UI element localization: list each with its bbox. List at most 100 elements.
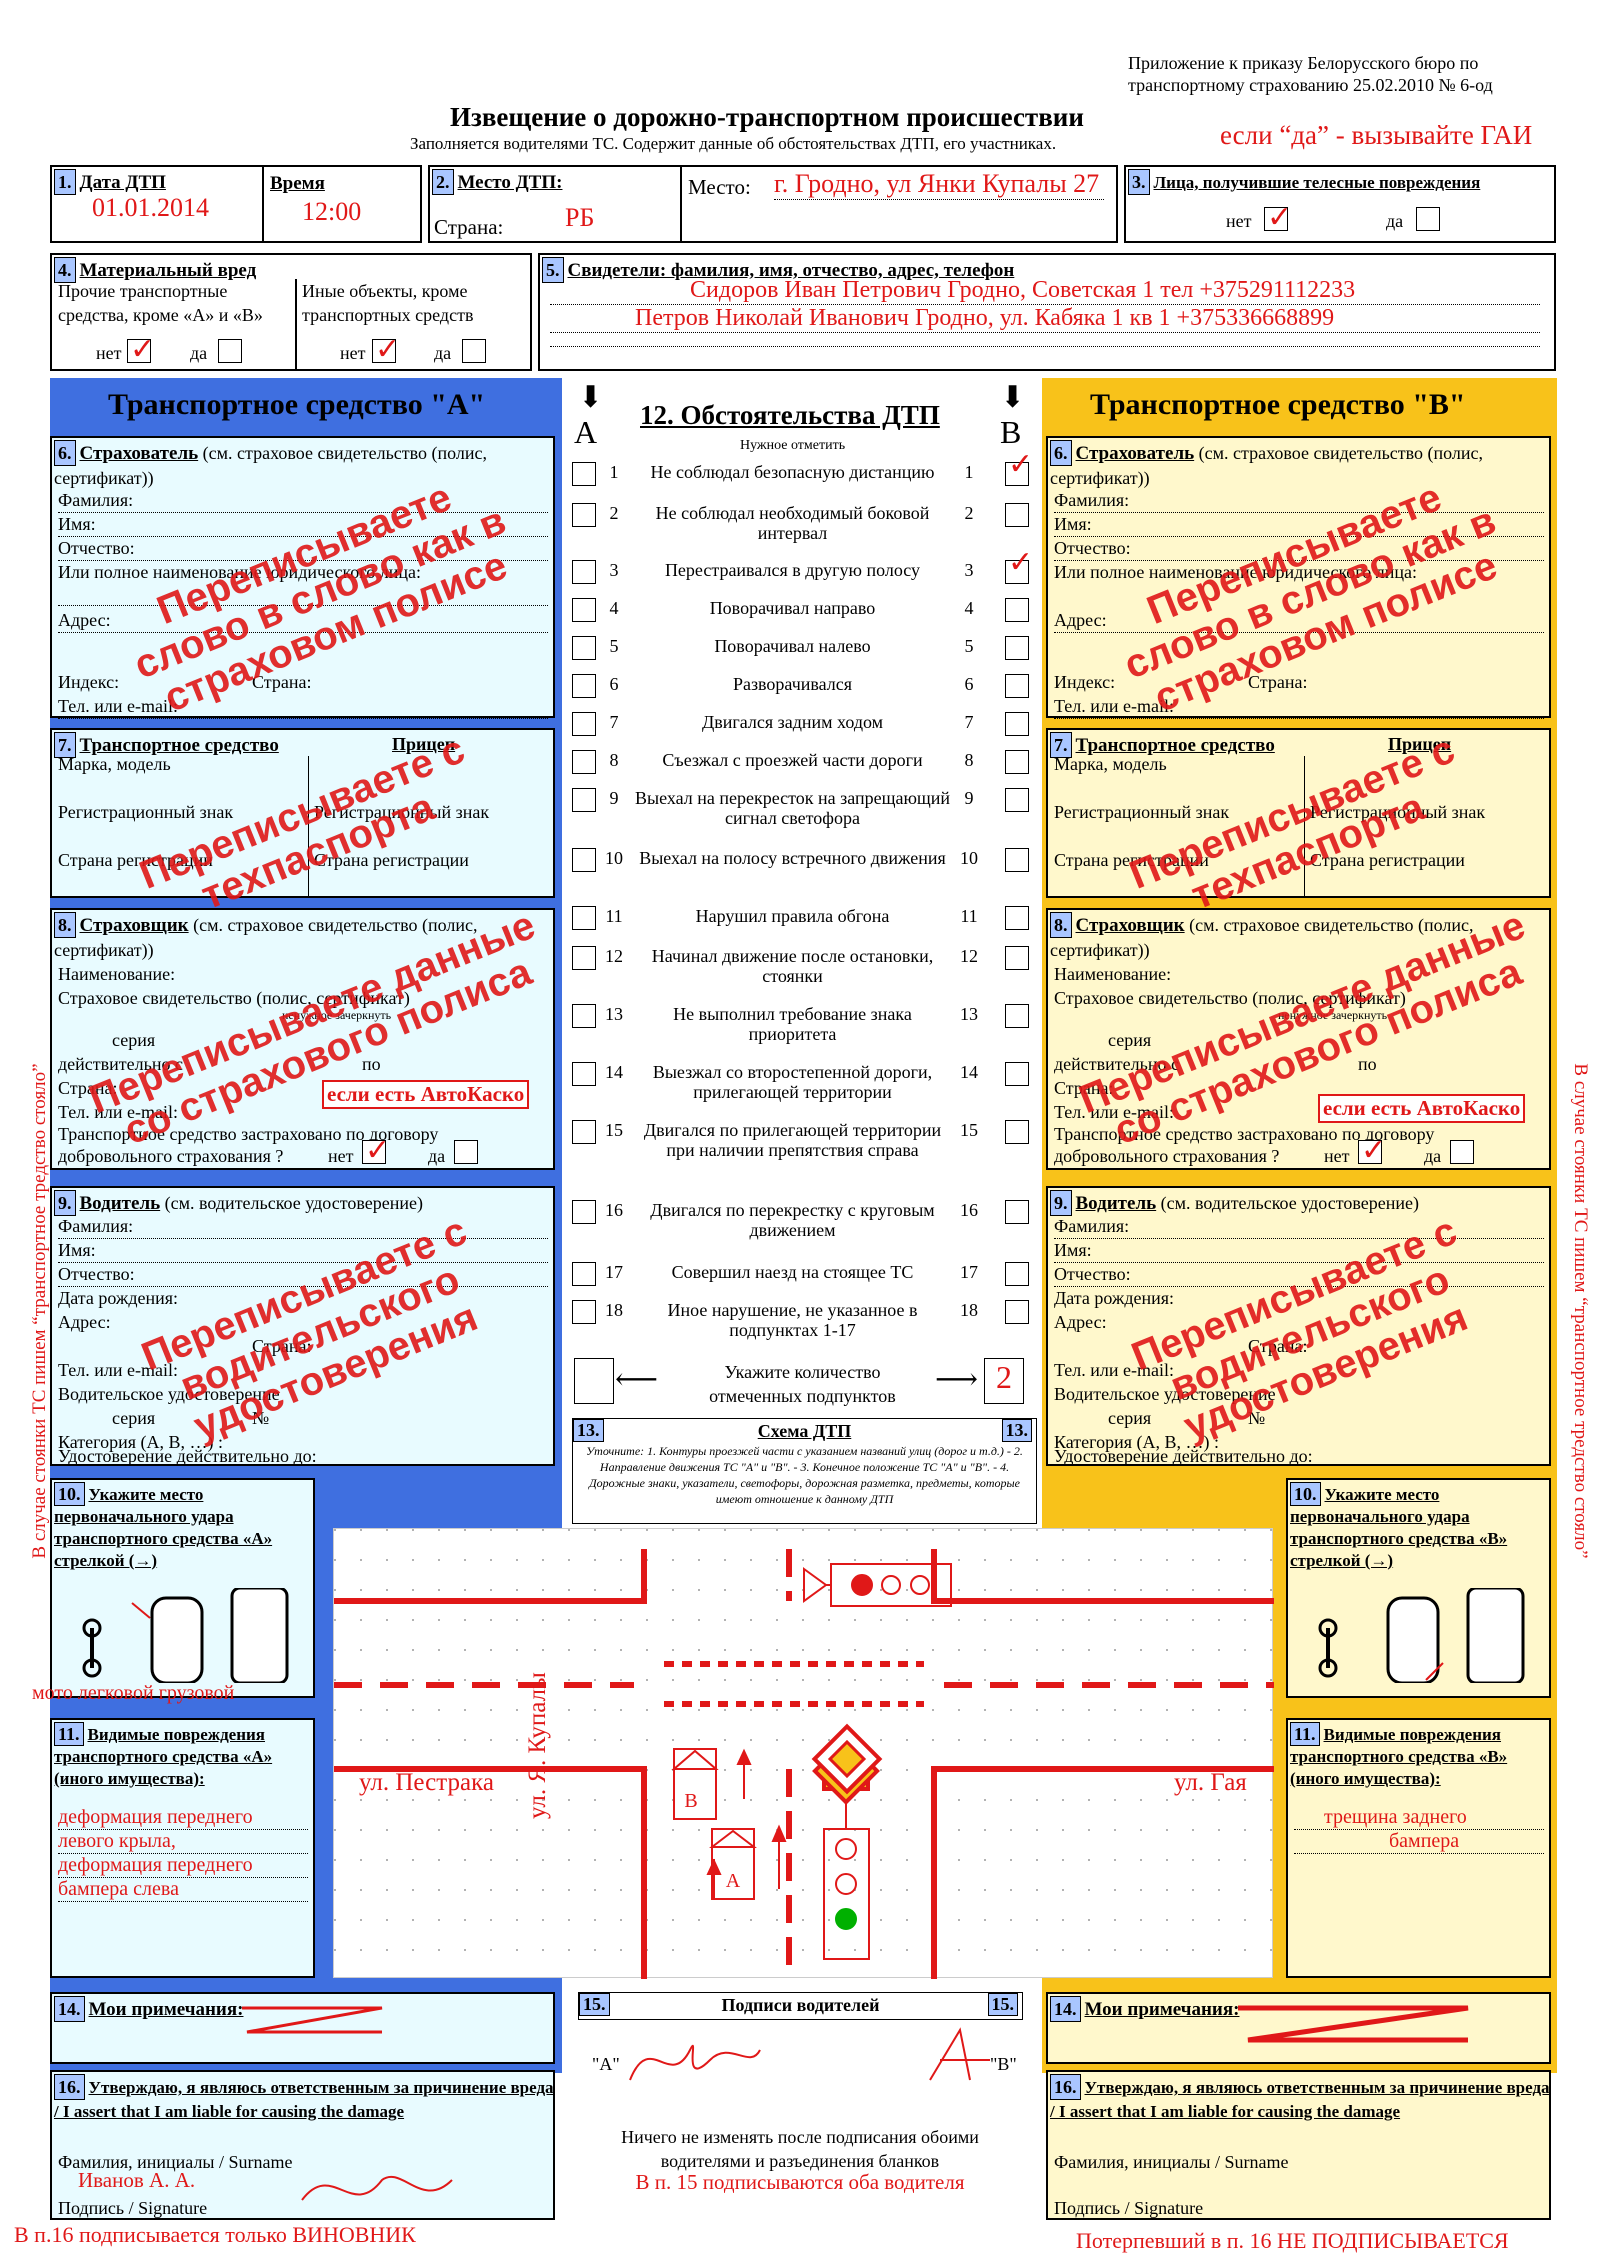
objects-yes-checkbox[interactable] [462, 339, 486, 363]
a-casco-no-checkbox[interactable] [362, 1133, 390, 1168]
count-a-box[interactable] [574, 1358, 614, 1404]
b-license-number[interactable]: № [1248, 1408, 1266, 1428]
b-trailer-country-field[interactable]: Страна регистрации [1310, 850, 1465, 870]
b-firstname-field[interactable]: Имя: [1054, 512, 1544, 537]
a-address-field[interactable]: Адрес: [58, 608, 548, 633]
circumstance-a-checkbox[interactable] [572, 848, 596, 872]
b-trailer-plate-field[interactable]: Регистрационный знак [1310, 802, 1486, 822]
circumstance-b-checkbox[interactable] [1005, 1004, 1029, 1028]
circumstance-a-checkbox[interactable] [572, 503, 596, 527]
date-value[interactable]: 01.01.2014 [92, 193, 209, 222]
a-damage-line-2[interactable]: левого крыла, [58, 1830, 308, 1854]
country-value[interactable]: РБ [565, 203, 595, 232]
a-driver-patronymic[interactable]: Отчество: [58, 1262, 548, 1287]
circumstance-b-checkbox[interactable] [1005, 503, 1029, 527]
a-surname-value[interactable]: Иванов А. А. [78, 2168, 196, 2192]
circumstance-b-checkbox[interactable] [1005, 674, 1029, 698]
a-license-number[interactable]: № [252, 1408, 270, 1428]
circumstance-b-checkbox[interactable] [1005, 598, 1029, 622]
circumstance-b-checkbox[interactable] [1005, 750, 1029, 774]
a-damage-line-1[interactable]: деформация переднего [58, 1806, 308, 1830]
vehicles-yes-checkbox[interactable] [218, 339, 242, 363]
b-license-series[interactable]: серия [1108, 1408, 1152, 1428]
b-address-field[interactable]: Адрес: [1054, 608, 1544, 633]
circumstance-a-checkbox[interactable] [572, 636, 596, 660]
b-valid-from-field[interactable]: действительно с [1054, 1054, 1179, 1074]
time-value[interactable]: 12:00 [302, 197, 362, 226]
b-section-14-notes[interactable]: 14.Мои примечания: [1046, 1992, 1551, 2064]
a-reg-country-field[interactable]: Страна регистрации [58, 850, 213, 870]
place-value[interactable]: г. Гродно, ул Янки Купалы 27 [774, 169, 1104, 200]
a-license-series[interactable]: серия [112, 1408, 156, 1428]
circumstance-a-checkbox[interactable] [572, 750, 596, 774]
a-damage-line-3[interactable]: деформация переднего [58, 1854, 308, 1878]
b-driver-birthdate[interactable]: Дата рождения: [1054, 1288, 1175, 1308]
circumstance-b-checkbox[interactable] [1005, 553, 1033, 584]
circumstance-b-checkbox[interactable] [1005, 1262, 1029, 1286]
b-casco-yes-checkbox[interactable] [1450, 1140, 1474, 1164]
a-insurer-name-field[interactable]: Наименование: [58, 964, 176, 984]
b-license-category[interactable]: Категория (A, B, …) : [1054, 1432, 1219, 1452]
b-driver-lastname[interactable]: Фамилия: [1054, 1214, 1544, 1239]
a-country-field[interactable]: Страна: [252, 672, 312, 692]
circumstance-b-checkbox[interactable] [1005, 1200, 1029, 1224]
b-vehicle-outlines-icon[interactable] [1308, 1588, 1538, 1683]
circumstance-b-checkbox[interactable] [1005, 848, 1029, 872]
b-insurer-phone-field[interactable]: Тел. или e-mail: [1054, 1102, 1175, 1122]
a-damage-line-4[interactable]: бампера слева [58, 1878, 308, 1902]
b-insurer-name-field[interactable]: Наименование: [1054, 964, 1172, 984]
circumstance-b-checkbox[interactable] [1005, 636, 1029, 660]
b-index-field[interactable]: Индекс: [1054, 672, 1116, 692]
a-policy-field[interactable]: Страховое свидетельство (полис, сертифик… [58, 988, 410, 1008]
vehicles-no-checkbox[interactable] [127, 332, 155, 367]
a-license-valid[interactable]: Удостоверение действительно до: [58, 1446, 317, 1466]
a-insurer-country-field[interactable]: Страна: [58, 1078, 118, 1098]
circumstance-b-checkbox[interactable] [1005, 1120, 1029, 1144]
circumstance-b-checkbox[interactable] [1005, 788, 1029, 812]
a-driver-phone[interactable]: Тел. или e-mail: [58, 1360, 179, 1380]
a-driver-address[interactable]: Адрес: [58, 1312, 111, 1332]
circumstance-a-checkbox[interactable] [572, 1300, 596, 1324]
a-casco-yes-checkbox[interactable] [454, 1140, 478, 1164]
a-section-14-notes[interactable]: 14.Мои примечания: [50, 1992, 555, 2064]
circumstance-b-checkbox[interactable] [1005, 1062, 1029, 1086]
b-insurer-country-field[interactable]: Страна: [1054, 1078, 1114, 1098]
signature-b-icon[interactable] [920, 2020, 1000, 2100]
circumstance-b-checkbox[interactable] [1005, 1300, 1029, 1324]
b-country-field[interactable]: Страна: [1248, 672, 1308, 692]
circumstance-a-checkbox[interactable] [572, 560, 596, 584]
b-damage-line-1[interactable]: трещина заднего [1294, 1806, 1544, 1830]
b-patronymic-field[interactable]: Отчество: [1054, 536, 1544, 561]
circumstance-b-checkbox[interactable] [1005, 906, 1029, 930]
a-trailer-plate-field[interactable]: Регистрационный знак [314, 802, 490, 822]
b-driver-phone[interactable]: Тел. или e-mail: [1054, 1360, 1175, 1380]
a-license-category[interactable]: Категория (A, B, …) : [58, 1432, 223, 1452]
b-lastname-field[interactable]: Фамилия: [1054, 488, 1544, 513]
circumstance-a-checkbox[interactable] [572, 712, 596, 736]
a-valid-from-field[interactable]: действительно с [58, 1054, 183, 1074]
b-driver-address[interactable]: Адрес: [1054, 1312, 1107, 1332]
circumstance-a-checkbox[interactable] [572, 906, 596, 930]
circumstance-b-checkbox[interactable] [1005, 712, 1029, 736]
circumstance-b-checkbox[interactable] [1005, 455, 1033, 486]
a-series-field[interactable]: серия [112, 1030, 156, 1050]
a-phone-field[interactable]: Тел. или e-mail: [58, 694, 548, 719]
b-casco-no-checkbox[interactable] [1358, 1133, 1386, 1168]
circumstance-a-checkbox[interactable] [572, 1062, 596, 1086]
b-driver-firstname[interactable]: Имя: [1054, 1238, 1544, 1263]
injuries-yes-checkbox[interactable] [1416, 207, 1440, 231]
circumstance-b-checkbox[interactable] [1005, 946, 1029, 970]
circumstance-a-checkbox[interactable] [572, 946, 596, 970]
a-liability-signature-icon[interactable] [292, 2160, 462, 2220]
a-vehicle-outlines-icon[interactable] [72, 1588, 302, 1683]
witness-1[interactable]: Сидоров Иван Петрович Гродно, Советская … [550, 277, 1540, 305]
circumstance-a-checkbox[interactable] [572, 1200, 596, 1224]
injuries-no-checkbox[interactable] [1264, 200, 1292, 235]
witness-2[interactable]: Петров Николай Иванович Гродно, ул. Кабя… [550, 305, 1540, 333]
circumstance-a-checkbox[interactable] [572, 462, 596, 486]
circumstance-a-checkbox[interactable] [572, 1262, 596, 1286]
circumstance-a-checkbox[interactable] [572, 1120, 596, 1144]
scheme-drawing[interactable]: B A ул. Пестрака ул. Гая ул. Я. Купалы [333, 1528, 1274, 1979]
circumstance-a-checkbox[interactable] [572, 1004, 596, 1028]
a-driver-lastname[interactable]: Фамилия: [58, 1214, 548, 1239]
